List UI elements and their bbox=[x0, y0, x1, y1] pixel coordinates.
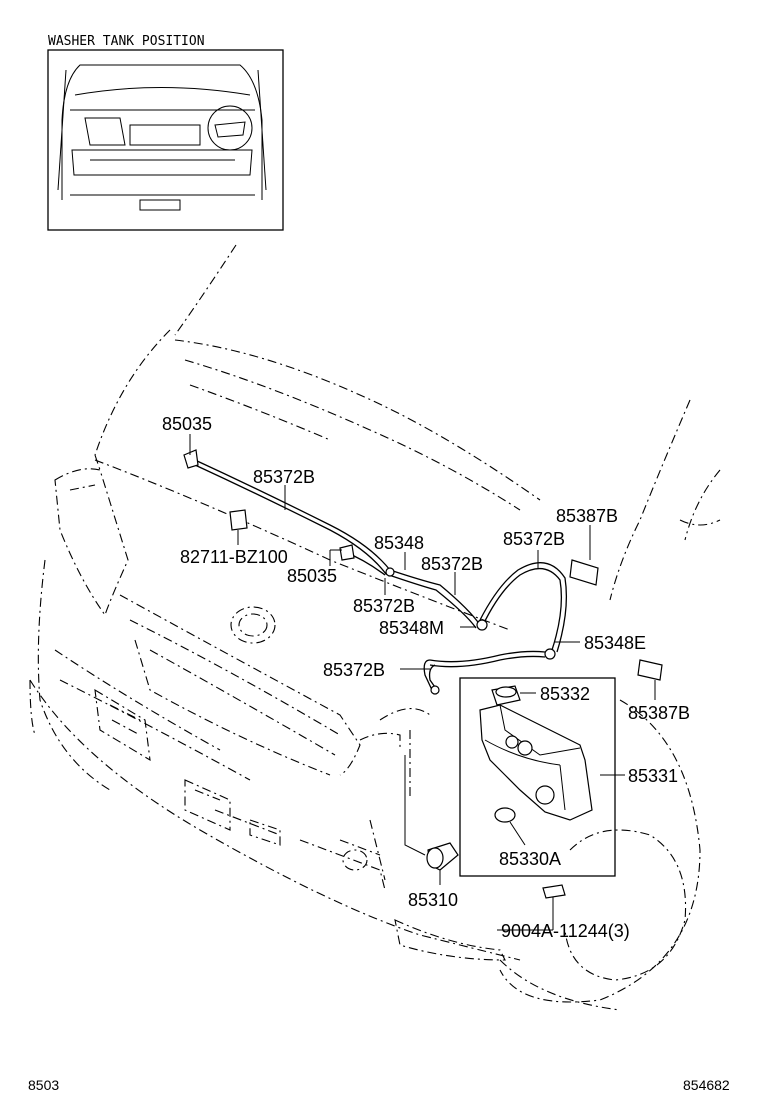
leader-lines bbox=[189, 434, 656, 931]
inset-frame bbox=[47, 49, 284, 231]
label-85331: 85331 bbox=[628, 766, 678, 786]
tank-detail-frame bbox=[459, 677, 616, 877]
label-85387B-1: 85387B bbox=[556, 506, 618, 526]
label-85348: 85348 bbox=[374, 533, 424, 553]
joint-85348M bbox=[476, 619, 488, 631]
clamp-85387B-1 bbox=[569, 559, 599, 586]
bolt-9004A bbox=[542, 884, 566, 918]
label-9004A-11244: 9004A-11244(3) bbox=[501, 921, 630, 941]
label-85372B-4: 85372B bbox=[503, 529, 565, 549]
pump-85310 bbox=[404, 755, 459, 871]
label-85372B-1: 85372B bbox=[253, 467, 315, 487]
tank-85331 bbox=[479, 704, 593, 821]
nozzle-85035-top bbox=[183, 449, 199, 469]
inset-title: WASHER TANK POSITION bbox=[48, 34, 205, 49]
inset-washer-tank-position: WASHER TANK POSITION bbox=[47, 34, 284, 231]
label-85035-mid: 85035 bbox=[287, 566, 337, 586]
label-85387B-2: 85387B bbox=[628, 703, 690, 723]
label-85332: 85332 bbox=[540, 684, 590, 704]
label-85035-top: 85035 bbox=[162, 414, 212, 434]
label-85310: 85310 bbox=[408, 890, 458, 910]
label-85348E: 85348E bbox=[584, 633, 646, 653]
washer-hoses bbox=[194, 459, 567, 691]
joint-85348E bbox=[544, 648, 556, 660]
label-85372B-2: 85372B bbox=[421, 554, 483, 574]
part-shapes bbox=[183, 449, 663, 695]
inset-vehicle-sketch bbox=[57, 64, 267, 211]
hose-end bbox=[430, 685, 440, 695]
label-85348M: 85348M bbox=[379, 618, 444, 638]
label-85372B-3: 85372B bbox=[353, 596, 415, 616]
footer-left-code: 8503 bbox=[28, 1077, 59, 1093]
grommet-85330A bbox=[494, 807, 516, 823]
tank-detail bbox=[459, 677, 616, 877]
nozzle-85035-mid bbox=[339, 544, 355, 561]
clamp-85387B-2 bbox=[637, 659, 663, 681]
clip-82711 bbox=[229, 509, 248, 531]
vehicle-body-outline bbox=[29, 244, 721, 1011]
joint-85348 bbox=[385, 567, 395, 577]
part-labels: 85035 85372B 82711-BZ100 85348 85035 853… bbox=[162, 414, 690, 941]
label-85372B-5: 85372B bbox=[323, 660, 385, 680]
footer-right-code: 854682 bbox=[683, 1077, 730, 1093]
label-85330A: 85330A bbox=[499, 849, 561, 869]
label-82711-BZ100: 82711-BZ100 bbox=[180, 547, 288, 567]
